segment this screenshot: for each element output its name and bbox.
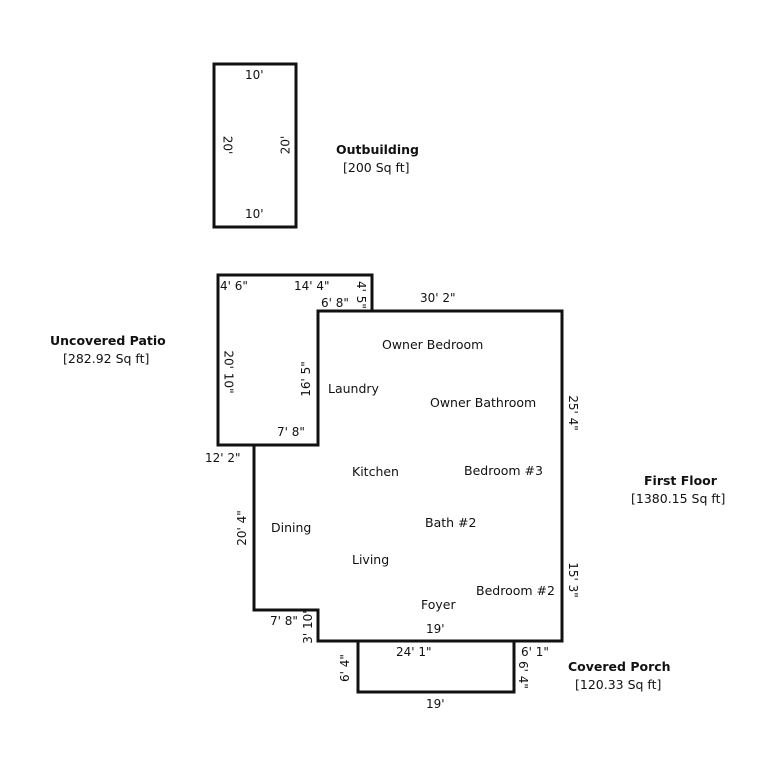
first-floor-size: [1380.15 Sq ft] [631,491,726,506]
dim-outbuilding-left: 20' [220,135,235,155]
dim-floor-right-upper: 25' 4" [565,395,580,431]
dim-porch-left: 6' 4" [337,654,352,682]
room-laundry: Laundry [328,381,379,396]
dim-patio-bottom: 7' 8" [277,425,305,439]
dim-outbuilding-bottom: 10' [245,207,264,221]
patio-title: Uncovered Patio [50,333,166,348]
dim-patio-inner: 16' 5" [298,361,313,397]
room-bath-2: Bath #2 [425,515,477,530]
room-owner-bedroom: Owner Bedroom [382,337,484,352]
first-floor-title: First Floor [644,473,717,488]
dim-floor-bottom-total: 24' 1" [396,645,432,659]
first-floor-outline [252,309,564,643]
porch-title: Covered Porch [568,659,671,674]
dim-floor-left: 20' 4" [234,510,249,546]
room-kitchen: Kitchen [352,464,399,479]
dim-patio-notch: 6' 8" [321,296,349,310]
dim-patio-right-small: 4' 5" [353,281,368,309]
room-owner-bathroom: Owner Bathroom [430,395,537,410]
room-foyer: Foyer [421,597,456,612]
outbuilding-size: [200 Sq ft] [343,160,410,175]
dim-patio-top: 14' 4" [294,279,330,293]
dim-outbuilding-right: 20' [278,135,293,155]
dim-patio-left: 20' 10" [221,350,236,394]
dim-porch-bottom: 19' [426,697,445,711]
patio-size: [282.92 Sq ft] [63,351,150,366]
dim-floor-bottom-notch: 3' 10" [300,608,315,644]
room-bedroom-3: Bedroom #3 [464,463,543,478]
dim-floor-left-step: 12' 2" [205,451,241,465]
dim-porch-right-top: 6' 1" [521,645,549,659]
outbuilding-outline [212,62,298,229]
porch-size: [120.33 Sq ft] [575,677,662,692]
porch-outline [356,641,516,694]
room-bedroom-2: Bedroom #2 [476,583,555,598]
dim-floor-bottom: 19' [426,622,445,636]
dim-floor-bottom-step: 7' 8" [270,614,298,628]
dim-outbuilding-top: 10' [245,68,264,82]
dim-floor-right-lower: 15' 3" [565,562,580,598]
room-living: Living [352,552,390,567]
dim-floor-top: 30' 2" [420,291,456,305]
room-dining: Dining [271,520,312,535]
outbuilding-title: Outbuilding [336,142,419,157]
dim-porch-right: 6' 4" [515,661,530,689]
dim-patio-top-left: 4' 6" [220,279,248,293]
